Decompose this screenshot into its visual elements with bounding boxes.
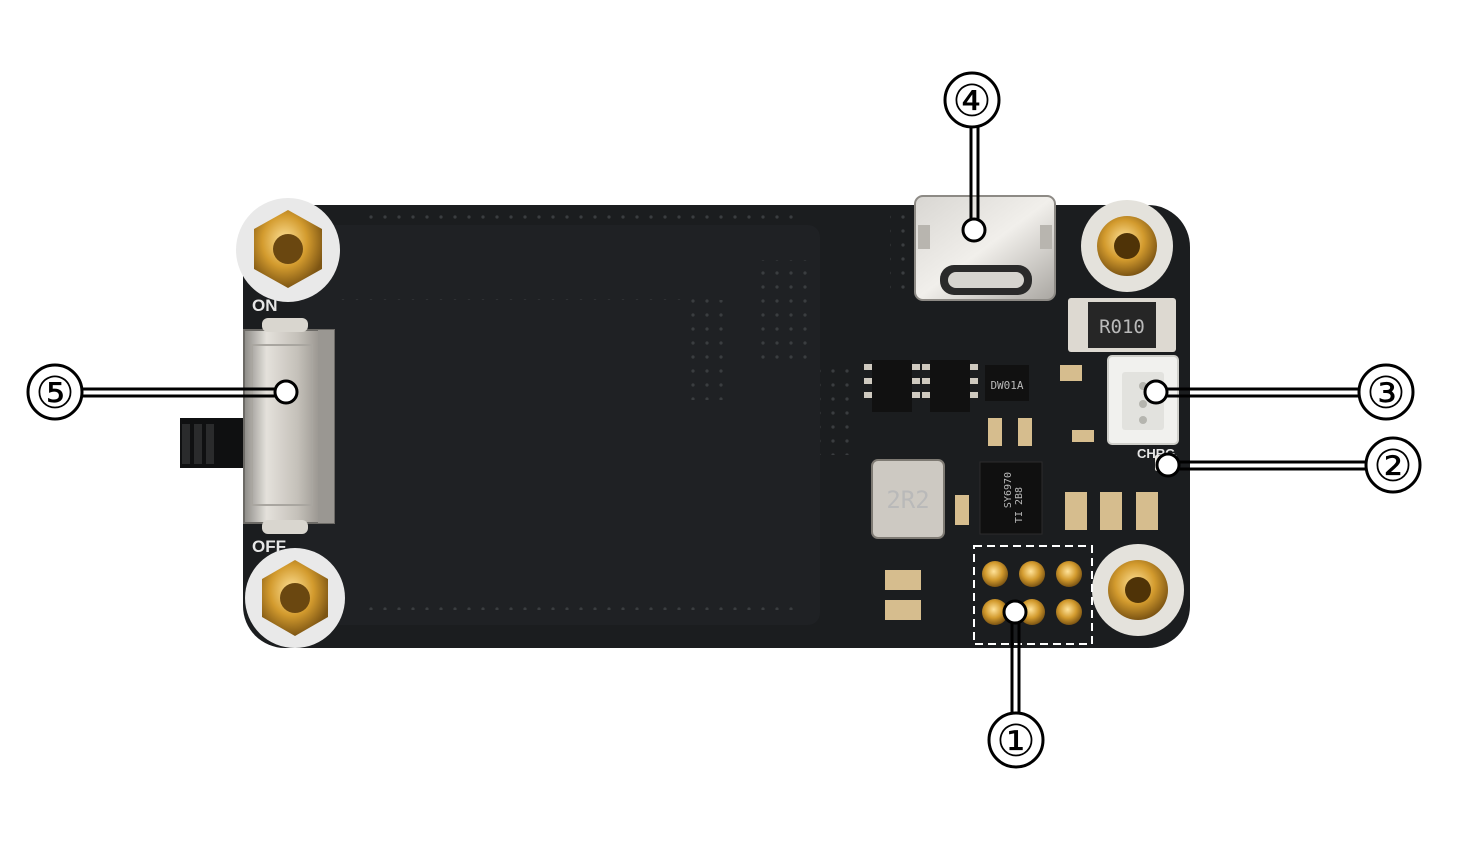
protection-ic: DW01A: [985, 365, 1029, 401]
power-slide-switch[interactable]: [180, 318, 335, 534]
callout-1-label: ①: [996, 716, 1035, 767]
callout-3: ③: [1143, 363, 1415, 421]
mosfet-chip-2: [922, 360, 978, 412]
pcb-board: [243, 205, 1190, 648]
inductor: 2R2: [871, 459, 945, 539]
usb-c-port[interactable]: [890, 195, 1056, 301]
inductor-marking: 2R2: [886, 486, 929, 514]
callout-4-label: ④: [952, 76, 991, 127]
callout-1: ①: [987, 599, 1045, 769]
standoff-top-left: [236, 198, 340, 302]
charger-ic: SY6970 TI 2B8: [979, 461, 1043, 535]
silk-off-label: OFF: [252, 537, 286, 556]
shunt-resistor: R010: [1068, 298, 1176, 352]
silk-on-label: ON: [252, 296, 278, 315]
battery-connector[interactable]: [1107, 355, 1179, 445]
callout-2: ②: [1155, 436, 1422, 494]
charger-ic-marking-1: SY6970: [1003, 472, 1014, 508]
callout-5-label: ⑤: [35, 368, 74, 419]
callout-5: ⑤: [26, 363, 299, 421]
standoff-bottom-left: [245, 548, 345, 648]
shunt-marking: R010: [1099, 316, 1145, 338]
smd-components: [885, 365, 1158, 620]
callout-2-label: ②: [1373, 441, 1412, 492]
mounting-hole-bottom-right: [1092, 544, 1184, 636]
callout-4: ④: [943, 71, 1001, 243]
protection-ic-marking: DW01A: [990, 379, 1023, 392]
charger-ic-marking-2: TI 2B8: [1014, 487, 1025, 523]
mounting-hole-top-right: [1081, 200, 1173, 292]
callout-3-label: ③: [1366, 368, 1405, 419]
mosfet-chip-1: [864, 360, 920, 412]
